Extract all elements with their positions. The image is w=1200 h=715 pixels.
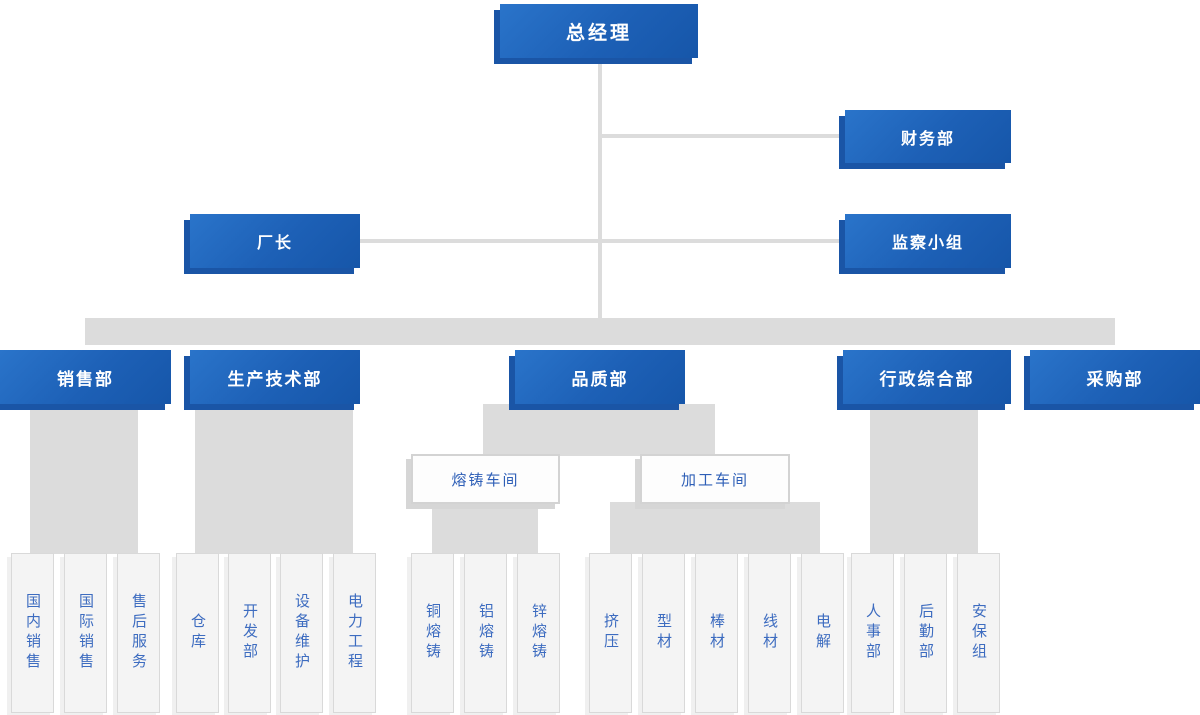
node-label: 设备维护: [293, 593, 310, 673]
node-supervision-team: 监察小组: [845, 214, 1011, 268]
node-profile-material: 型材: [642, 553, 685, 713]
factory-supervision-line: [360, 239, 845, 243]
node-general-manager: 总经理: [500, 4, 698, 58]
node-label: 总经理: [565, 22, 632, 44]
node-domestic-sales: 国内销售: [11, 553, 54, 713]
node-melting-workshop: 熔铸车间: [411, 454, 560, 504]
node-label: 加工车间: [680, 471, 749, 489]
finance-connector-line: [600, 134, 845, 138]
node-label: 熔铸车间: [451, 471, 520, 489]
node-aluminum-melting: 铝熔铸: [464, 553, 507, 713]
node-label: 仓库: [189, 613, 206, 653]
node-quality-dept: 品质部: [515, 350, 685, 404]
node-sales-dept: 销售部: [0, 350, 171, 404]
node-electrolysis: 电解: [801, 553, 844, 713]
node-security-team: 安保组: [957, 553, 1000, 713]
node-label: 铜熔铸: [424, 603, 441, 663]
main-horizontal-bar: [85, 318, 1115, 345]
node-label: 铝熔铸: [477, 603, 494, 663]
node-factory-director: 厂长: [190, 214, 360, 268]
node-zinc-melting: 锌熔铸: [517, 553, 560, 713]
node-label: 安保组: [970, 603, 987, 663]
node-international-sales: 国际销售: [64, 553, 107, 713]
node-label: 电解: [814, 613, 831, 653]
node-label: 售后服务: [130, 593, 147, 673]
node-label: 销售部: [57, 369, 114, 389]
node-label: 后勤部: [917, 603, 934, 663]
node-finance-dept: 财务部: [845, 110, 1011, 163]
admin-connector-block: [870, 404, 978, 554]
node-development-dept: 开发部: [228, 553, 271, 713]
node-label: 开发部: [241, 603, 258, 663]
node-processing-workshop: 加工车间: [640, 454, 790, 504]
node-label: 人事部: [864, 603, 881, 663]
node-production-tech-dept: 生产技术部: [190, 350, 360, 404]
node-label: 生产技术部: [227, 369, 323, 389]
node-label: 电力工程: [346, 593, 363, 673]
node-label: 棒材: [708, 613, 725, 653]
node-label: 锌熔铸: [530, 603, 547, 663]
node-purchasing-dept: 采购部: [1030, 350, 1200, 404]
node-label: 线材: [761, 613, 778, 653]
node-after-sales-service: 售后服务: [117, 553, 160, 713]
trunk-line: [598, 57, 602, 318]
node-label: 型材: [655, 613, 672, 653]
node-label: 财务部: [900, 130, 955, 148]
node-copper-melting: 铜熔铸: [411, 553, 454, 713]
node-label: 行政综合部: [879, 369, 975, 389]
node-equipment-maintenance: 设备维护: [280, 553, 323, 713]
node-electric-power-engineering: 电力工程: [333, 553, 376, 713]
node-logistics-dept: 后勤部: [904, 553, 947, 713]
production-connector-block: [195, 404, 353, 554]
node-warehouse: 仓库: [176, 553, 219, 713]
node-admin-dept: 行政综合部: [843, 350, 1011, 404]
node-label: 采购部: [1086, 369, 1144, 389]
node-label: 挤压: [602, 613, 619, 653]
node-label: 厂长: [256, 235, 293, 252]
sales-connector-block: [30, 404, 138, 554]
quality-connector-block: [483, 404, 715, 456]
node-label: 监察小组: [891, 235, 964, 252]
node-label: 国内销售: [24, 593, 41, 673]
node-hr-dept: 人事部: [851, 553, 894, 713]
node-label: 国际销售: [77, 593, 94, 673]
node-bar-material: 棒材: [695, 553, 738, 713]
node-label: 品质部: [571, 369, 629, 389]
melting-connector-block: [432, 502, 538, 554]
node-extrusion: 挤压: [589, 553, 632, 713]
node-wire-material: 线材: [748, 553, 791, 713]
processing-connector-block: [610, 502, 820, 554]
